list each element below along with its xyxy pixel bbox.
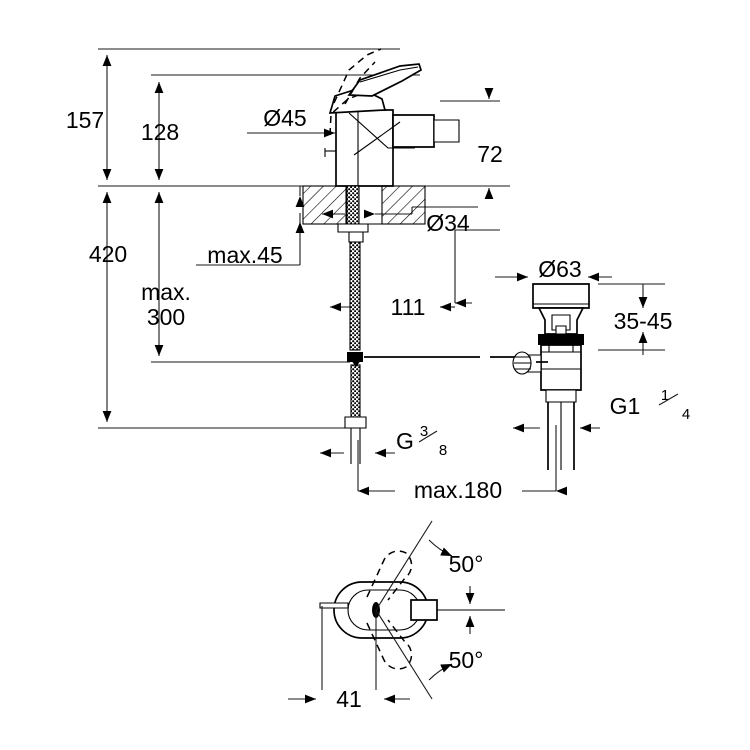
dimension-label-max-300-line2: 300 bbox=[147, 304, 185, 330]
mounting-shank bbox=[337, 185, 369, 464]
faucet-body bbox=[324, 48, 460, 187]
dimension-label-g1: G1 bbox=[610, 393, 641, 419]
dimension-label-157: 157 bbox=[66, 107, 104, 133]
dimension-max-45: max.45 bbox=[196, 186, 305, 268]
dimension-35-45: 35-45 bbox=[598, 283, 673, 355]
dimension-label-max-45: max.45 bbox=[207, 242, 282, 268]
dimension-label-g1-denominator: 4 bbox=[682, 406, 690, 423]
dimension-label-diameter-45: Ø45 bbox=[263, 105, 306, 131]
dimension-label-diameter-63: Ø63 bbox=[538, 256, 581, 282]
dimension-111: 111 bbox=[330, 229, 500, 320]
dimension-label-111: 111 bbox=[391, 294, 426, 320]
dimension-72: 72 bbox=[477, 88, 503, 199]
dimension-label-35-45: 35-45 bbox=[614, 308, 673, 334]
dimension-label-diameter-34: Ø34 bbox=[426, 210, 470, 236]
dimension-157: 157 bbox=[66, 55, 112, 180]
countertop-section bbox=[302, 185, 426, 225]
dimension-g-3-8: G 3 8 bbox=[320, 423, 447, 459]
angle-dimension-upper: 50° bbox=[375, 520, 484, 611]
dimension-label-g-numerator: 3 bbox=[420, 423, 428, 440]
dimension-label-g: G bbox=[396, 428, 414, 454]
dimension-diameter-45: Ø45 bbox=[247, 105, 335, 138]
dimension-g1-1-4: G1 1 4 bbox=[513, 387, 690, 433]
dimension-label-max-180: max.180 bbox=[414, 477, 502, 503]
angle-label-upper: 50° bbox=[449, 551, 484, 577]
dimension-max-180: max.180 bbox=[357, 425, 567, 503]
dimension-label-g-denominator: 8 bbox=[439, 442, 447, 459]
dimension-420: 420 bbox=[89, 192, 127, 422]
dimension-label-g1-numerator: 1 bbox=[661, 387, 669, 404]
dimension-label-420: 420 bbox=[89, 241, 127, 267]
waste-assembly bbox=[512, 283, 590, 470]
dimension-label-128: 128 bbox=[141, 119, 179, 145]
dimension-label-max-300-line1: max. bbox=[141, 279, 191, 305]
dimension-label-72: 72 bbox=[477, 141, 503, 167]
angle-label-lower: 50° bbox=[449, 647, 484, 673]
dimension-label-41: 41 bbox=[336, 686, 362, 712]
dimension-max-300: max. 300 bbox=[141, 192, 191, 356]
dimension-diameter-63: Ø63 bbox=[495, 256, 612, 282]
dimension-128: 128 bbox=[141, 82, 179, 180]
dimension-41: 41 bbox=[288, 686, 410, 712]
angle-dimension-lower: 50° bbox=[375, 609, 484, 700]
